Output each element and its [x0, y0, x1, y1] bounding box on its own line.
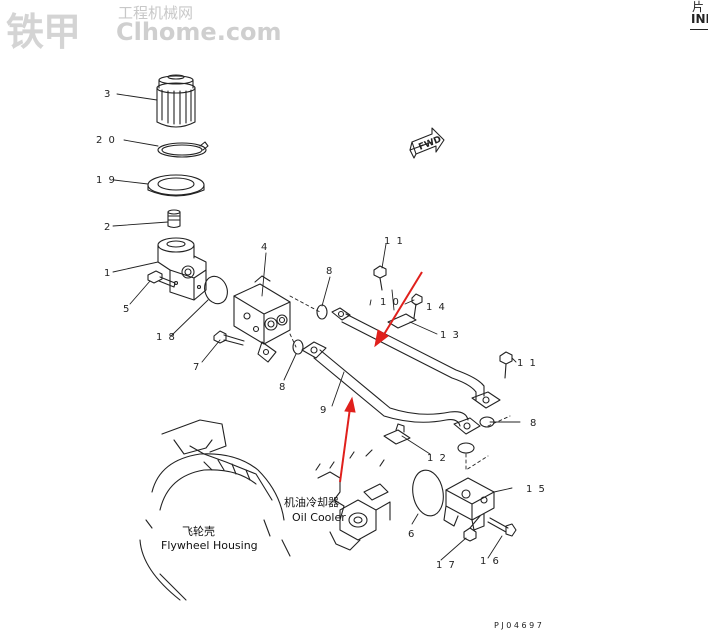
- part-number-13: 1 3: [440, 330, 460, 341]
- part-number-4: 4: [261, 242, 269, 253]
- part-number-19: 1 9: [96, 175, 116, 186]
- bolt-11b: [499, 351, 513, 379]
- part-number-15: 1 5: [526, 484, 546, 495]
- oil-cooler-label-cn: 机油冷却器: [284, 495, 339, 509]
- part-number-18: 1 8: [156, 332, 176, 343]
- red-arrow-lower: [339, 407, 351, 483]
- oil-filter: [156, 74, 196, 128]
- o-ring-8c: [457, 442, 475, 454]
- oil-cooler: [315, 449, 391, 551]
- part-number-5: 5: [123, 304, 131, 315]
- bracket-13: [387, 293, 423, 329]
- adapter-block: [233, 275, 291, 363]
- part-number-1: 1: [104, 268, 112, 279]
- part-number-8-lower: 8: [279, 382, 287, 393]
- part-number-7: 7: [193, 362, 201, 373]
- bolt-11a: [373, 265, 387, 291]
- pipe-10: [331, 307, 501, 409]
- bolt-5: [147, 270, 176, 288]
- watermark-url: Clhome.com: [116, 18, 282, 46]
- part-number-9: 9: [320, 405, 328, 416]
- bolt-16: [487, 517, 517, 537]
- red-arrow-lower-head: [344, 396, 356, 413]
- nipple: [167, 209, 181, 229]
- projection-lines: [289, 295, 511, 471]
- part-number-17: 1 7: [436, 560, 456, 571]
- part-number-labels: 3 2 0 1 9 2 1 5 1 8 7 4 8 8 9 1 0 1 1 1 …: [96, 89, 546, 571]
- o-ring-6: [412, 469, 444, 517]
- part-number-2: 2: [104, 222, 112, 233]
- flywheel-label-cn: 飞轮壳: [182, 524, 215, 538]
- part-number-6: 6: [408, 529, 416, 540]
- watermark-logo: 铁甲: [6, 9, 81, 54]
- bolt-7: [213, 330, 245, 346]
- part-number-3: 3: [104, 89, 112, 100]
- fwd-label: FWD: [417, 135, 443, 153]
- red-arrow-upper: [382, 271, 423, 337]
- o-ring-8b: [292, 339, 304, 355]
- edge-text-top: 片: [692, 0, 705, 14]
- part-number-11-upper: 1 1: [384, 236, 404, 247]
- pipe-9: [301, 341, 481, 435]
- oil-cooler-label-en: Oil Cooler: [292, 511, 346, 524]
- flywheel-housing: [139, 419, 291, 601]
- leader-lines: [112, 93, 521, 561]
- fwd-indicator: [409, 127, 445, 159]
- filter-head: [157, 237, 207, 301]
- part-number-14: 1 4: [426, 302, 446, 313]
- watermark-site-name: 工程机械网: [118, 4, 194, 22]
- part-number-8-upper: 8: [326, 266, 334, 277]
- part-number-11-lower: 1 1: [517, 358, 537, 369]
- part-number-20: 2 0: [96, 135, 116, 146]
- part-number-16: 1 6: [480, 556, 500, 567]
- ring: [147, 174, 205, 197]
- part-number-8-right: 8: [530, 418, 538, 429]
- drawing-code: P J 0 4 6 9 7: [494, 621, 542, 630]
- watermark: 铁甲: [6, 4, 81, 54]
- red-arrows: [339, 271, 423, 483]
- o-ring-8a: [316, 304, 328, 320]
- clamp-band: [157, 141, 209, 158]
- housing-15: [443, 477, 495, 531]
- edge-rule: [690, 29, 708, 30]
- bolt-17: [463, 515, 481, 542]
- clip-12: [383, 423, 411, 445]
- part-number-12: 1 2: [427, 453, 447, 464]
- o-ring-18: [204, 275, 228, 305]
- part-number-10: 1 0: [380, 297, 400, 308]
- flywheel-label-en: Flywheel Housing: [161, 539, 258, 552]
- red-arrow-upper-head: [374, 329, 389, 348]
- edge-text-bottom: INI: [691, 12, 708, 26]
